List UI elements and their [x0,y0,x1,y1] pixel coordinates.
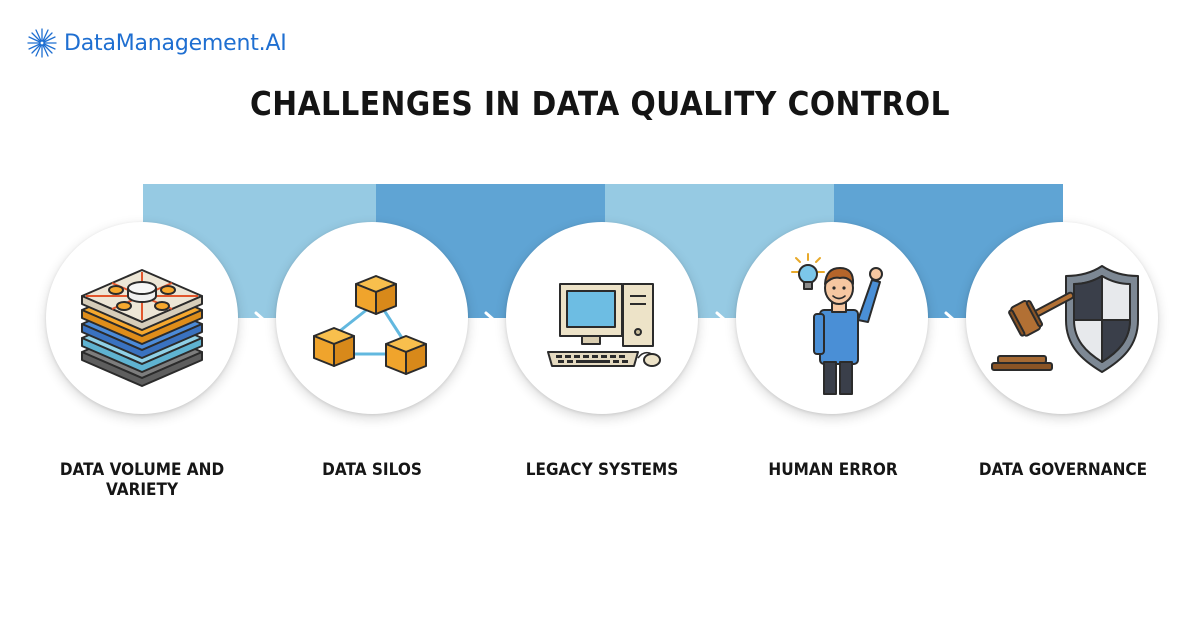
step-label-legacy-systems: LEGACY SYSTEMS [525,460,679,480]
step-label-data-volume: DATA VOLUME AND VARIETY [59,460,225,500]
step-label-data-silos: DATA SILOS [322,460,422,480]
arrow-icon [236,311,266,329]
arrow-icon [926,311,956,329]
page-title: CHALLENGES IN DATA QUALITY CONTROL [250,84,950,123]
step-circle-data-silos [276,222,468,414]
arrow-icon [697,311,727,329]
person-with-lightbulb-icon [791,253,883,395]
connected-cubes-icon [313,275,427,375]
brand-logo[interactable]: DataManagement.AI [26,26,287,60]
brand-name: DataManagement.AI [64,30,287,56]
step-circle-data-governance [966,222,1158,414]
step-circle-human-error [736,222,928,414]
step-circle-legacy-systems [506,222,698,414]
step-circle-data-volume [46,222,238,414]
gavel-and-shield-icon [991,265,1139,373]
starburst-icon [27,28,57,58]
layered-database-stack-icon [81,269,203,387]
retro-computer-icon [547,283,661,367]
step-label-human-error: HUMAN ERROR [768,460,898,480]
arrow-icon [466,311,496,329]
step-label-data-governance: DATA GOVERNANCE [978,460,1148,480]
